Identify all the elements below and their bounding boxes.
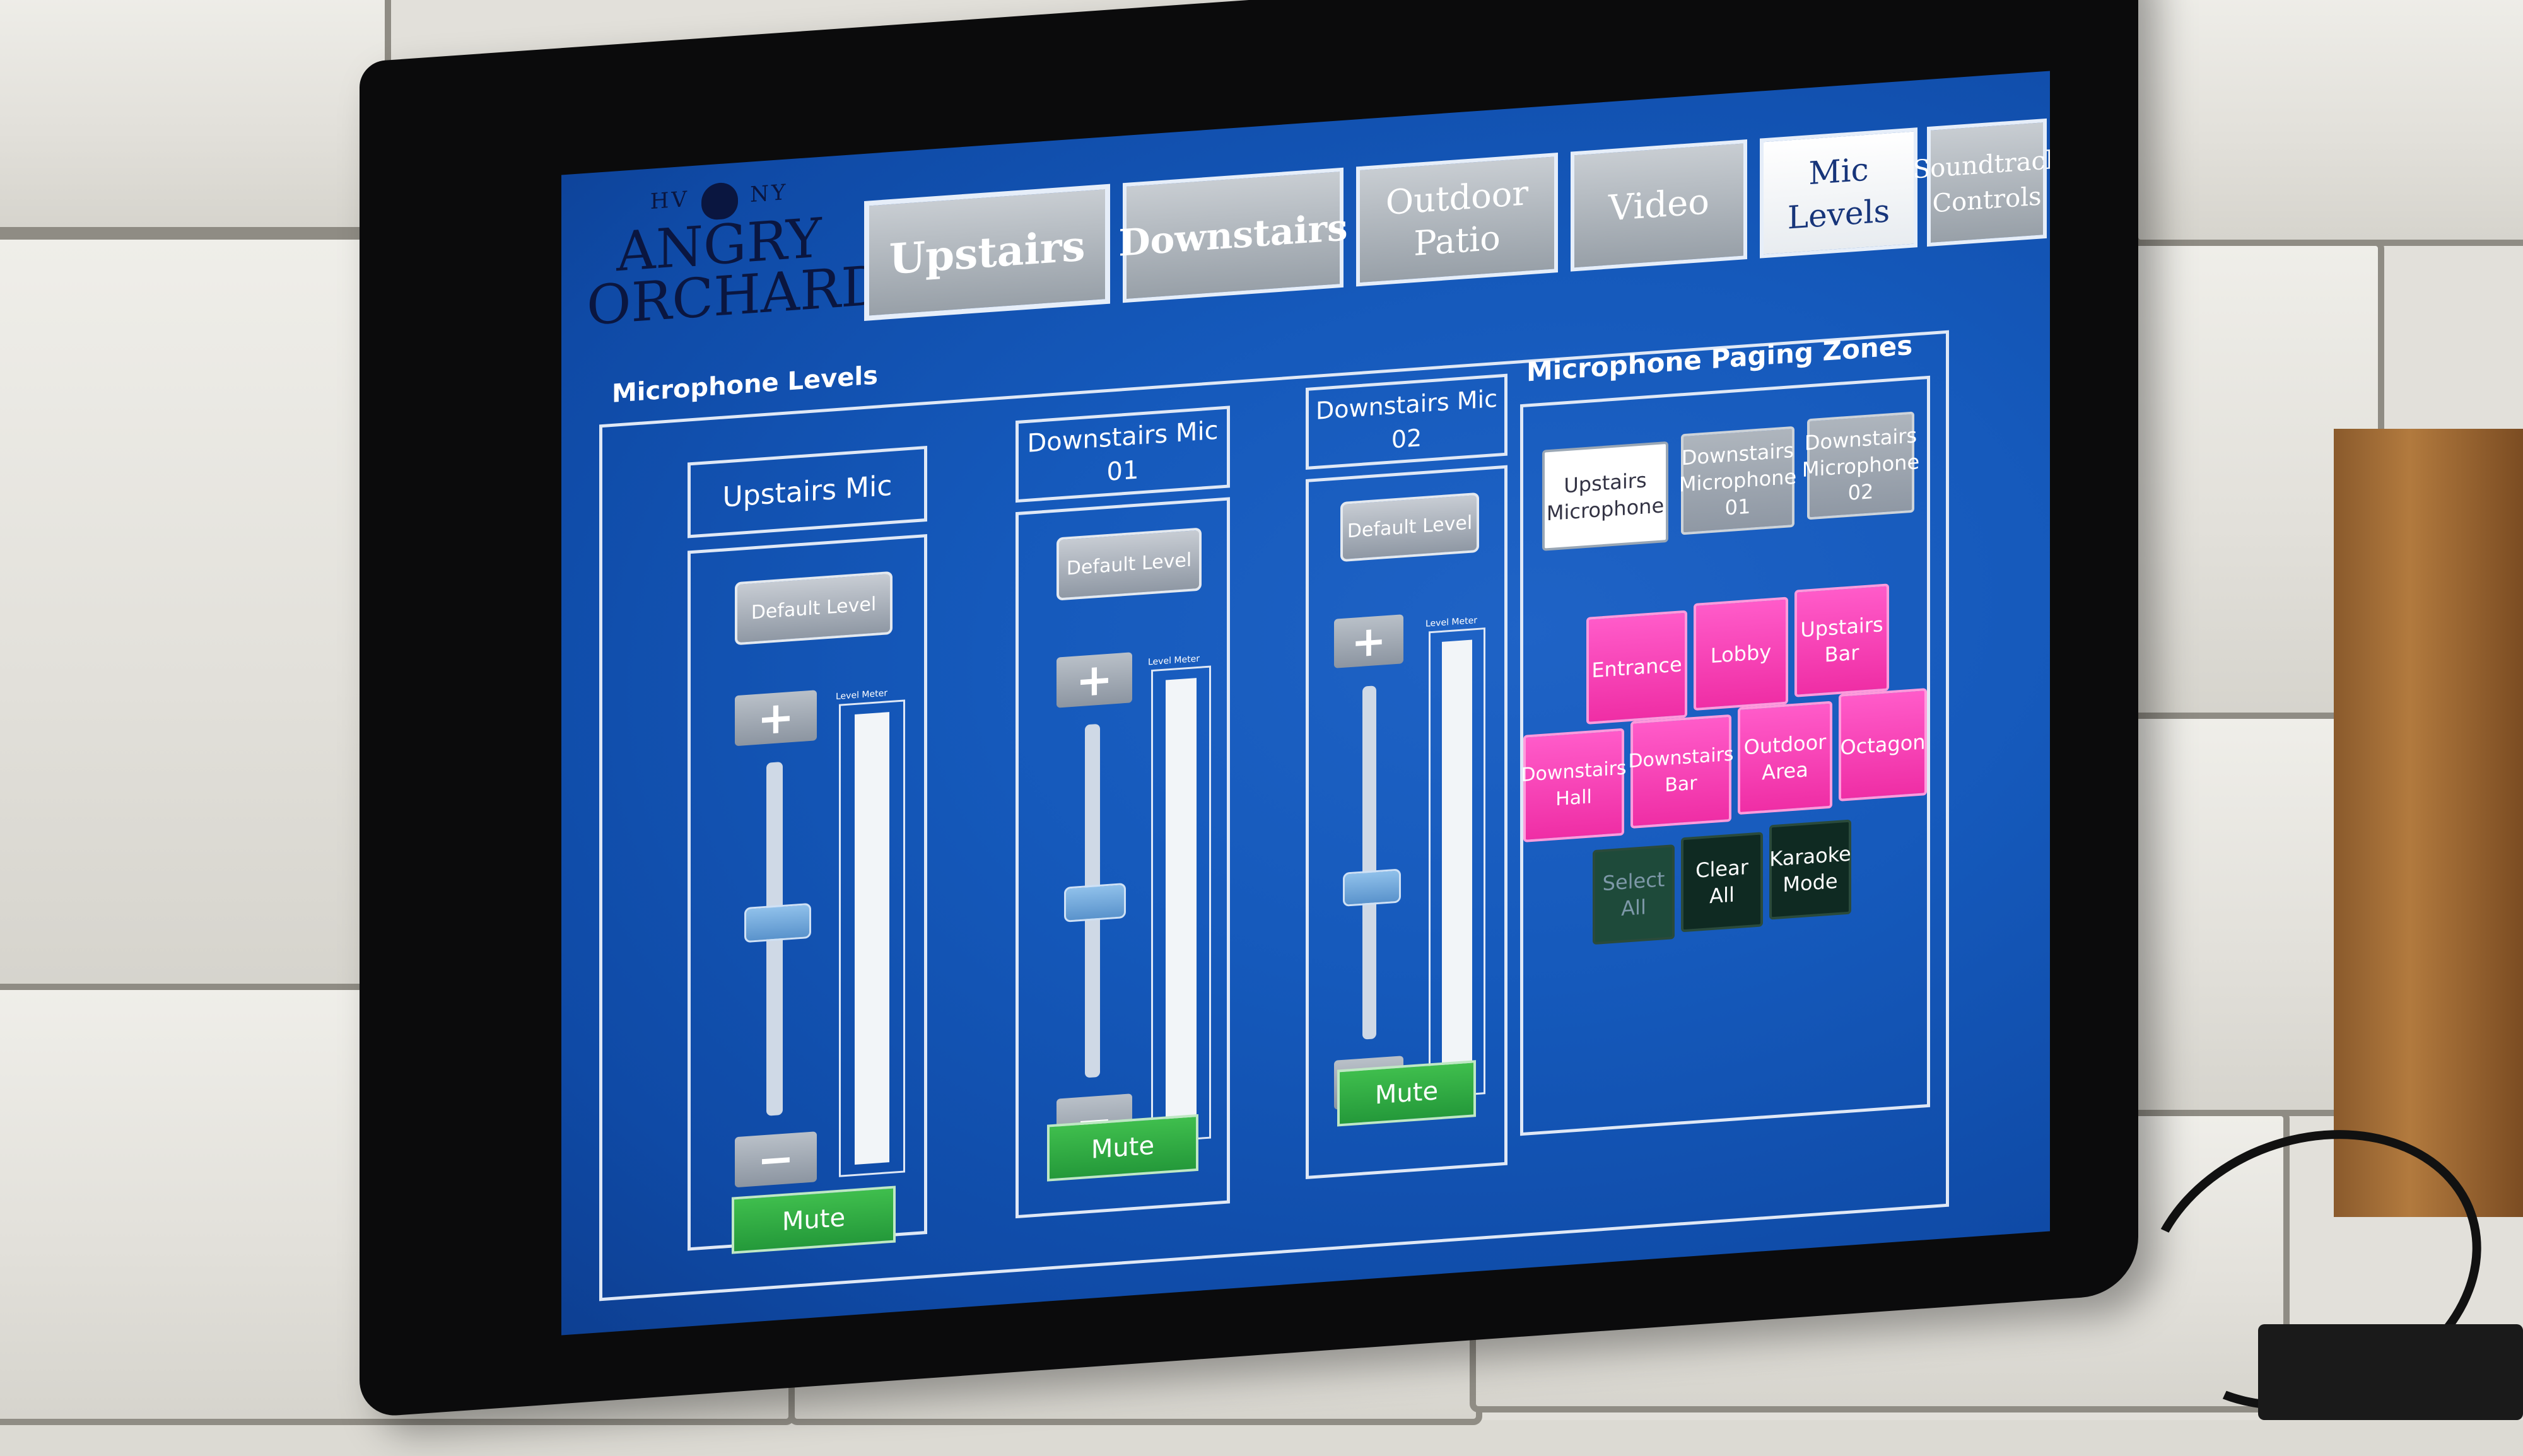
zone-upstairs-bar[interactable]: Upstairs Bar (1794, 583, 1889, 697)
plus-icon: + (757, 690, 795, 745)
zone-entrance[interactable]: Entrance (1586, 610, 1687, 725)
default-level-button[interactable]: Default Level (1057, 527, 1202, 601)
touch-panel-screen: HV NY ANGRY ORCHARD Upstairs Downstairs … (561, 71, 2050, 1336)
microphone-levels-title: Microphone Levels (612, 361, 878, 409)
select-all-button[interactable]: Select All (1593, 844, 1675, 945)
wall-tile (2132, 0, 2523, 246)
volume-up-button[interactable]: + (735, 690, 817, 747)
volume-down-button[interactable]: − (735, 1131, 817, 1188)
volume-slider-thumb[interactable] (1343, 868, 1401, 907)
plus-icon: + (1075, 653, 1113, 708)
zone-downstairs-hall[interactable]: Downstairs Hall (1521, 728, 1627, 842)
tab-mic-levels[interactable]: Mic Levels (1760, 127, 1917, 259)
level-meter (839, 699, 905, 1177)
level-meter (1429, 627, 1485, 1098)
wood-cabinet-edge (2334, 429, 2523, 1217)
zone-outdoor-area[interactable]: Outdoor Area (1738, 701, 1832, 815)
channel-name-box: Downstairs Mic 02 (1306, 373, 1507, 470)
level-meter-fill (854, 712, 890, 1165)
logo-hv: HV (650, 186, 689, 215)
logo-ny: NY (750, 179, 788, 208)
mute-button[interactable]: Mute (1047, 1114, 1198, 1182)
level-meter-fill (1442, 639, 1472, 1086)
zone-lobby[interactable]: Lobby (1694, 597, 1788, 711)
channel-name-box: Downstairs Mic 01 (1016, 405, 1230, 503)
mute-button[interactable]: Mute (1337, 1060, 1476, 1127)
tab-downstairs[interactable]: Downstairs (1118, 167, 1348, 303)
clear-all-button[interactable]: Clear All (1681, 832, 1763, 933)
zone-octagon[interactable]: Octagon (1839, 688, 1927, 801)
channel-name: Downstairs Mic 01 (1027, 416, 1219, 487)
channel-name: Upstairs Mic (722, 469, 893, 514)
channel-strip-upstairs-mic: Default Level + − Level Meter (688, 533, 927, 1251)
default-level-button[interactable]: Default Level (1340, 492, 1479, 562)
level-meter (1151, 665, 1211, 1143)
level-meter-label: Level Meter (836, 688, 887, 702)
tab-upstairs[interactable]: Upstairs (864, 183, 1110, 321)
source-upstairs-microphone[interactable]: Upstairs Microphone (1542, 441, 1668, 551)
source-downstairs-microphone-02[interactable]: Downstairs Microphone 02 (1802, 411, 1919, 520)
mute-button[interactable]: Mute (732, 1185, 896, 1254)
channel-name: Downstairs Mic 02 (1316, 384, 1497, 454)
level-meter-label: Level Meter (1425, 615, 1477, 629)
volume-up-button[interactable]: + (1334, 614, 1403, 668)
power-adapter (2258, 1324, 2523, 1420)
volume-slider-thumb[interactable] (744, 902, 811, 943)
volume-up-button[interactable]: + (1057, 652, 1132, 708)
minus-icon: − (757, 1132, 795, 1187)
level-meter-fill (1165, 677, 1197, 1131)
tab-soundtrack-controls[interactable]: Soundtrack Controls (1913, 118, 2050, 247)
paging-zones-panel: Upstairs Microphone Downstairs Microphon… (1520, 375, 1930, 1136)
logo-line2: ORCHARD (587, 253, 884, 338)
source-downstairs-microphone-01[interactable]: Downstairs Microphone 01 (1679, 426, 1796, 535)
angry-orchard-logo: HV NY ANGRY ORCHARD (587, 173, 884, 356)
volume-slider-thumb[interactable] (1064, 882, 1126, 923)
default-level-button[interactable]: Default Level (735, 571, 893, 646)
level-meter-label: Level Meter (1148, 653, 1200, 668)
karaoke-mode-button[interactable]: Karaoke Mode (1769, 819, 1851, 920)
volume-slider-track[interactable] (1362, 685, 1376, 1040)
zone-downstairs-bar[interactable]: Downstairs Bar (1628, 714, 1734, 829)
channel-strip-downstairs-mic-01: Default Level + − Level Meter (1016, 497, 1230, 1219)
tab-video[interactable]: Video (1571, 139, 1747, 272)
wall-tile (0, 0, 391, 233)
tab-outdoor-patio[interactable]: Outdoor Patio (1356, 153, 1558, 287)
plus-icon: + (1351, 615, 1386, 667)
